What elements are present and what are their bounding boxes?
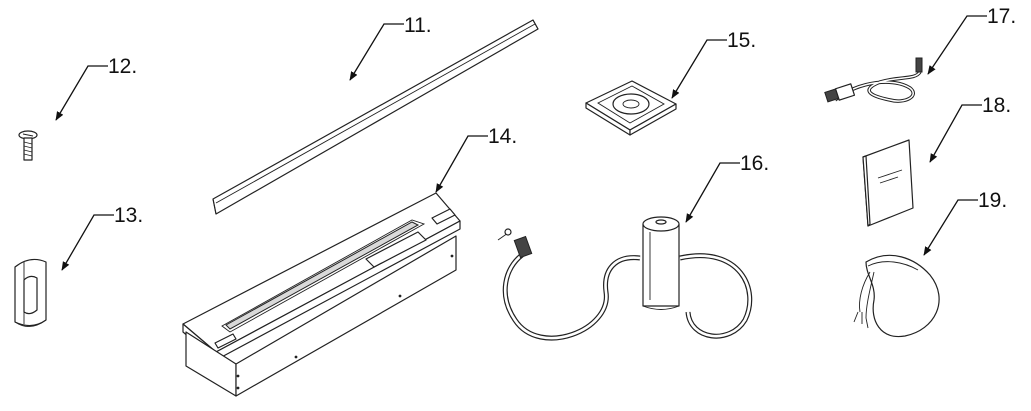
callout-11-label: 11. [404, 14, 432, 37]
callout-17-label: 17. [987, 5, 1016, 28]
part-14-burner [182, 192, 461, 397]
callout-13: 13. [61, 204, 143, 271]
part-17-cable [824, 57, 923, 103]
part-18-manual [862, 139, 914, 227]
callout-16-label: 16. [740, 152, 769, 175]
callout-19: 19. [923, 189, 1007, 256]
callout-18: 18. [929, 94, 1011, 163]
part-19-pouch [853, 254, 940, 338]
part-16-pump [497, 216, 753, 341]
callout-17: 17. [927, 5, 1016, 75]
callout-12-label: 12. [108, 55, 137, 78]
callout-14: 14. [435, 125, 517, 193]
part-12-screw [18, 130, 38, 161]
callout-15: 15. [671, 29, 756, 99]
callout-13-label: 13. [114, 204, 143, 227]
part-13-bracket [14, 258, 47, 327]
callout-18-label: 18. [982, 94, 1011, 117]
callout-15-label: 15. [727, 29, 756, 52]
callout-16: 16. [685, 152, 769, 223]
callout-11: 11. [349, 14, 432, 81]
callout-14-label: 14. [488, 125, 517, 148]
part-11-strip [212, 19, 539, 215]
callout-12: 12. [55, 55, 137, 121]
part-15-pad [585, 80, 677, 136]
callout-19-label: 19. [978, 189, 1007, 212]
